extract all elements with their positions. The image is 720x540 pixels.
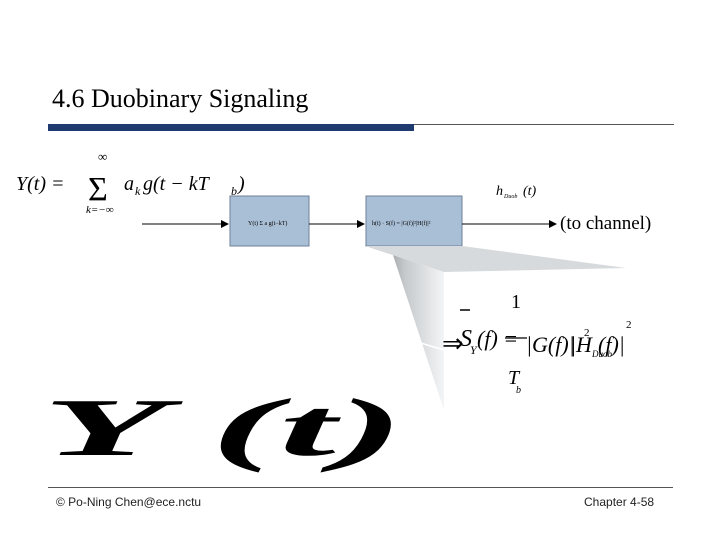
block-hduob-text: h(t) · S(f) = |G(f)|²|H(f)|²: [372, 220, 431, 227]
eq-g: g(t − kT: [143, 173, 211, 195]
h-duob-label: h Duob (t): [496, 184, 537, 200]
footer-page-number: Chapter 4-58: [584, 495, 655, 509]
equation-y-sum: Y(t) = ∞ Σ k=−∞ a k g(t − kT b ): [16, 149, 245, 216]
eq-g-sub: b: [231, 184, 237, 198]
eq-term-sub: k: [135, 184, 141, 198]
slide-title: 4.6 Duobinary Signaling: [52, 84, 309, 113]
footer-author: © Po-Ning Chen@ece.nctu: [56, 495, 202, 509]
svg-text:Duob: Duob: [503, 194, 517, 200]
psd-num: 1: [511, 291, 521, 313]
svg-text:h: h: [496, 184, 503, 199]
psd-formula: ⇒ S Y (f) = 1 T b |G(f)| 2 |H Duob (f)| …: [442, 291, 632, 396]
title-underline-thick: [48, 124, 414, 131]
psd-pow-1: 2: [584, 327, 590, 339]
psd-g: |G(f)|: [526, 332, 575, 357]
eq-lhs: Y(t) =: [16, 173, 65, 195]
footer-rule: [48, 487, 673, 488]
block-yt-text: Y(t) Σ a g(t−kT): [248, 220, 287, 227]
psd-arrow: ⇒: [442, 329, 464, 358]
zoom-highlight: [403, 337, 445, 351]
big-y-of-t: Y (t): [42, 382, 404, 473]
sigma-icon: Σ: [88, 171, 108, 208]
eq-sum-bottom: k=−∞: [86, 204, 114, 216]
psd-pow-2: 2: [626, 319, 632, 331]
block-hduob: [365, 195, 463, 247]
psd-h-sub: Duob: [591, 349, 612, 359]
zoom-callout-left: [366, 246, 444, 410]
psd-s: S: [460, 326, 472, 352]
psd-h-close: (f)|: [598, 332, 625, 357]
psd-den-sub: b: [516, 385, 521, 396]
eq-term: a: [124, 173, 134, 195]
psd-h: |H: [570, 332, 593, 357]
psd-den: T: [508, 367, 521, 389]
svg-text:(t): (t): [523, 184, 537, 199]
block-yt: [229, 195, 310, 247]
psd-s-sub: Y: [470, 343, 478, 357]
eq-g-close: ): [237, 173, 245, 195]
eq-sum-top: ∞: [98, 149, 107, 164]
to-channel-label: (to channel): [560, 213, 652, 234]
zoom-callout-top: [366, 246, 626, 272]
title-underline-thin: [414, 124, 674, 125]
